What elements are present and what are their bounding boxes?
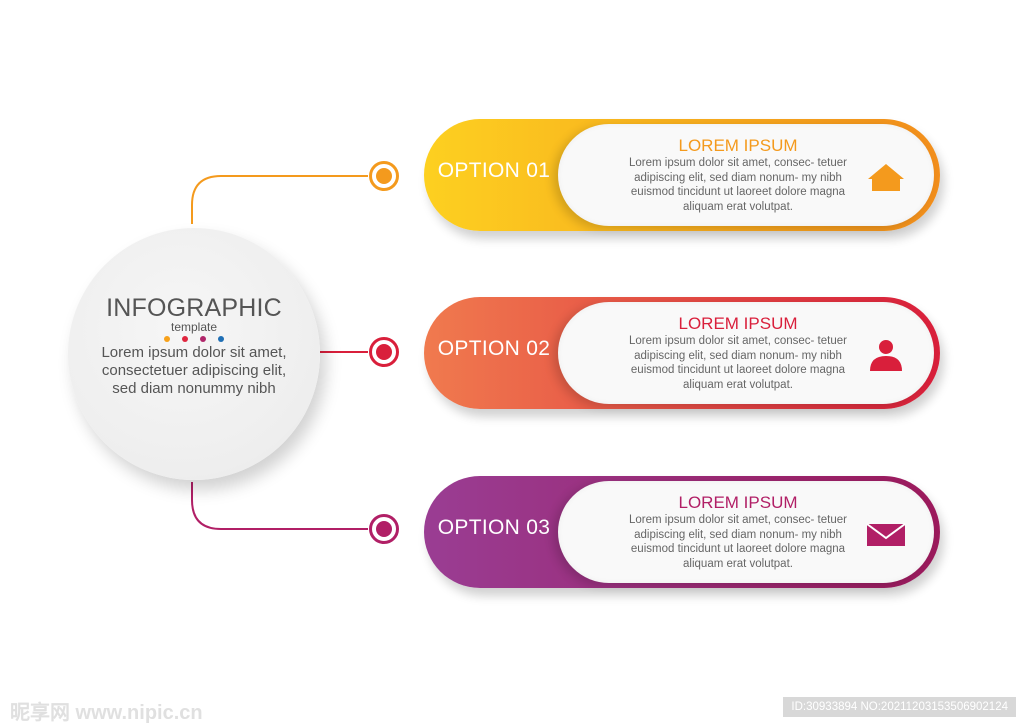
option-title: LOREM IPSUM — [678, 493, 798, 512]
watermark-id: ID:30933894 NO:20211203153506902124 — [783, 697, 1016, 717]
option-content: LOREM IPSUM Lorem ipsum dolor sit amet, … — [558, 302, 934, 404]
center-circle: INFOGRAPHIC template Lorem ipsum dolor s… — [68, 228, 320, 480]
center-title: INFOGRAPHIC — [106, 294, 282, 322]
connector-line-03 — [191, 482, 368, 530]
option-label: OPTION 02 — [437, 337, 551, 360]
option-card-01: OPTION 01 LOREM IPSUM Lorem ipsum dolor … — [424, 119, 940, 231]
color-dot — [218, 336, 224, 342]
option-body-text: Lorem ipsum dolor sit amet, consec- tetu… — [629, 157, 847, 213]
option-label: OPTION 01 — [437, 159, 551, 182]
center-subtitle: template — [170, 320, 218, 334]
node-dot — [376, 168, 392, 184]
option-card-03: OPTION 03 LOREM IPSUM Lorem ipsum dolor … — [424, 476, 940, 588]
option-content: LOREM IPSUM Lorem ipsum dolor sit amet, … — [558, 481, 934, 583]
node-marker-01 — [369, 161, 399, 191]
watermark-logo: 昵享网 www.nipic.cn — [10, 702, 203, 724]
color-dot — [164, 336, 170, 342]
option-label: OPTION 03 — [437, 516, 551, 539]
option-content: LOREM IPSUM Lorem ipsum dolor sit amet, … — [558, 124, 934, 226]
envelope-icon — [866, 523, 906, 546]
option-title: LOREM IPSUM — [678, 314, 798, 333]
user-icon — [870, 340, 902, 371]
house-icon — [868, 164, 904, 191]
node-dot — [376, 521, 392, 537]
node-marker-03 — [369, 514, 399, 544]
option-card-02: OPTION 02 LOREM IPSUM Lorem ipsum dolor … — [424, 297, 940, 409]
connector-line-01 — [191, 175, 368, 224]
option-body-text: Lorem ipsum dolor sit amet, consec- tetu… — [629, 514, 847, 570]
color-dot — [200, 336, 206, 342]
node-dot — [376, 344, 392, 360]
option-body-text: Lorem ipsum dolor sit amet, consec- tetu… — [629, 335, 847, 391]
color-dot — [182, 336, 188, 342]
node-marker-02 — [369, 337, 399, 367]
option-title: LOREM IPSUM — [678, 136, 798, 155]
center-body-text: Lorem ipsum dolor sit amet, consectetuer… — [101, 344, 287, 397]
color-dots — [68, 336, 320, 342]
